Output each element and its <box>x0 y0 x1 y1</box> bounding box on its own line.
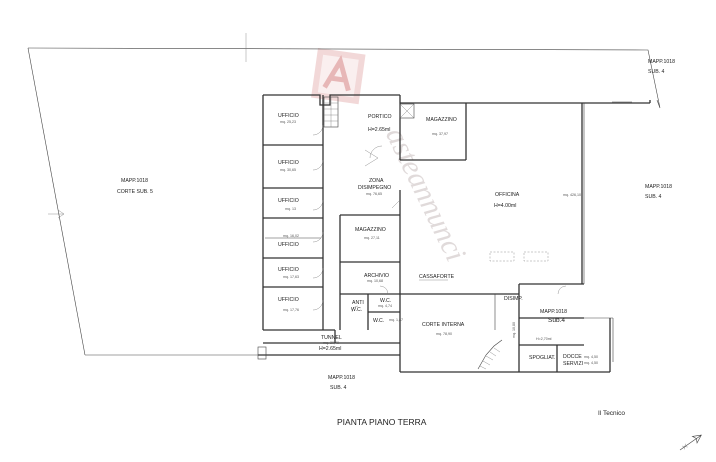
zona-name: ZONA <box>369 178 384 184</box>
officina-height: H=4.00ml <box>494 203 516 209</box>
ufficio1-name: UFFICIO <box>278 113 299 119</box>
parcel-south-line2: SUB. 4 <box>330 385 347 391</box>
cassaforte-name: CASSAFORTE <box>419 274 455 280</box>
disimp-area: mq. 10,80 <box>512 322 516 338</box>
parcel-east-line2: SUB. 4 <box>645 194 662 200</box>
spogliat-name: SPOGLIAT. <box>529 355 555 361</box>
watermark-text: asteannunci <box>379 122 472 267</box>
parcel-south-line1: MAPP.1018 <box>328 375 355 381</box>
ufficio3-name: UFFICIO <box>278 198 299 204</box>
parcel-west-line2: CORTE SUB. 5 <box>117 189 153 195</box>
docce-name: DOCCE <box>563 354 582 360</box>
lift-shaft <box>399 103 415 119</box>
ufficio3-area: mq. 13 <box>285 207 296 211</box>
archivio-area: mq. 10,68 <box>367 279 383 283</box>
ufficio1-area: mq. 25,23 <box>280 120 296 124</box>
ufficio2-area: mq. 30,65 <box>280 168 296 172</box>
wc1-name: W.C. <box>380 298 391 304</box>
ufficio5-name: UFFICIO <box>278 267 299 273</box>
ufficio6-area: mq. 17,76 <box>283 308 299 312</box>
sub4-height: H=2,70ml <box>536 337 552 341</box>
corte-interna-area: mq. 78,90 <box>436 332 452 336</box>
signature-label: Il Tecnico <box>598 410 625 417</box>
parcel-sub4-line2: Sub.4 <box>548 317 565 324</box>
magazzino-top-name: MAGAZZINO <box>426 117 457 123</box>
portico-height: H=2.65ml <box>368 127 390 133</box>
watermark-logo <box>311 48 366 105</box>
ufficio4-area: mq. 16,02 <box>283 234 299 238</box>
parcel-west-line1: MAPP.1018 <box>121 178 148 184</box>
portico-name: PORTICO <box>368 114 392 120</box>
skylights <box>489 251 549 262</box>
tunnel-area: mq. 30,40 <box>323 341 339 345</box>
anti-wc-name: W.C. <box>351 307 362 313</box>
officina-name: OFFICINA <box>495 192 520 198</box>
wc1-area: mq. 4,74 <box>378 304 392 308</box>
parcel-east-line1: MAPP.1018 <box>645 184 672 190</box>
building-walls <box>257 94 651 373</box>
ufficio6-name: UFFICIO <box>278 297 299 303</box>
plan-title: PIANTA PIANO TERRA <box>337 417 427 427</box>
anti-name: ANTI <box>352 300 364 306</box>
tunnel-name: TUNNEL <box>321 335 342 341</box>
stairs-top <box>323 96 339 128</box>
ufficio4-name: UFFICIO <box>278 242 299 248</box>
north-arrow-icon <box>679 434 702 451</box>
watermark: asteannunci <box>311 48 472 267</box>
ufficio5-area: mq. 17,63 <box>283 275 299 279</box>
doors <box>312 124 567 313</box>
corte-interna-name: CORTE INTERNA <box>422 322 465 328</box>
ufficio2-name: UFFICIO <box>278 160 299 166</box>
servizi-name: SERVIZI <box>563 361 583 367</box>
parcel-ne-line1: MAPP.1018 <box>648 59 675 65</box>
lot-boundary <box>27 33 661 362</box>
docce-area2: mq. 4,50 <box>584 361 598 365</box>
wc2-area: mq. 1,87 <box>389 318 403 322</box>
room-labels: UFFICIO mq. 25,23 UFFICIO mq. 30,65 UFFI… <box>278 113 598 367</box>
parcel-ne-line2: SUB. 4 <box>648 69 665 75</box>
archivio-name: ARCHIVIO <box>364 273 389 279</box>
zona-area: mq. 76,65 <box>366 192 382 196</box>
docce-area1: mq. 4,50 <box>584 355 598 359</box>
magazzino-mid-name: MAGAZZINO <box>355 227 386 233</box>
magazzino-top-area: mq. 37,97 <box>432 132 448 136</box>
parcel-labels: MAPP.1018 SUB. 4 MAPP.1018 CORTE SUB. 5 … <box>117 59 675 391</box>
disimpegno-name: DISIMPEGNO <box>358 185 391 191</box>
tunnel-height: H=2.65ml <box>319 346 341 352</box>
disimp-name: DISIMP. <box>504 296 523 302</box>
parcel-sub4-line1: MAPP.1018 <box>540 309 567 315</box>
officina-area: mq. 426,10 <box>563 193 581 197</box>
wc2-name: W.C. <box>373 318 384 324</box>
magazzino-mid-area: mq. 27,11 <box>364 236 380 240</box>
stairs-corte <box>477 339 503 370</box>
